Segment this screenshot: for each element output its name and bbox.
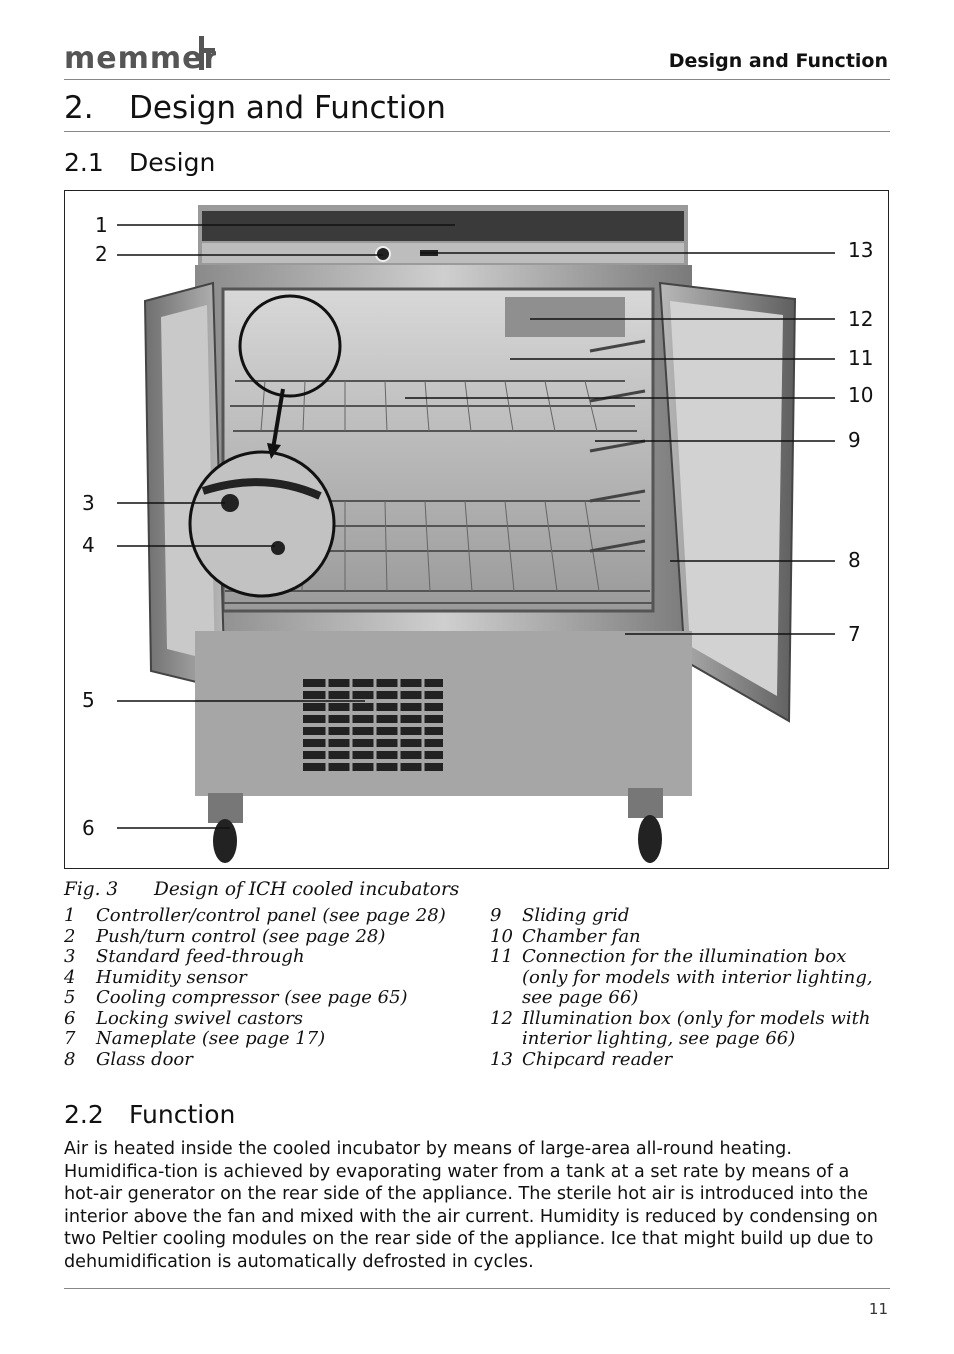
function-paragraph: Air is heated inside the cooled incubato… <box>64 1139 878 1272</box>
chapter-number: 2. <box>64 90 94 126</box>
callout-10: 10 <box>848 383 874 407</box>
callout-8: 8 <box>848 548 861 572</box>
figure-caption-label: Fig. 3 <box>64 879 119 900</box>
page-number: 11 <box>868 1300 888 1318</box>
running-header: Design and Function <box>668 50 888 72</box>
footer-rule <box>64 1288 890 1289</box>
chapter-title: Design and Function <box>129 90 446 126</box>
callout-5: 5 <box>82 688 95 712</box>
callout-7: 7 <box>848 622 861 646</box>
section-title: Function <box>129 1100 236 1129</box>
figure-caption-text: Design of ICH cooled incubators <box>154 879 460 900</box>
callout-2: 2 <box>95 242 108 266</box>
chapter-heading: 2. Design and Function <box>64 90 446 126</box>
section-title: Design <box>129 148 216 177</box>
brand-logo-text: memmert <box>64 41 216 74</box>
brand-logo: memmert <box>64 34 234 78</box>
section-number: 2.2 <box>64 1100 104 1129</box>
section-heading-function: 2.2 Function <box>64 1100 235 1129</box>
header-rule <box>64 79 890 80</box>
incubator-illustration <box>117 205 835 863</box>
figure-frame: 1 2 3 4 5 6 13 12 11 10 9 8 7 <box>64 190 889 869</box>
callout-6: 6 <box>82 816 95 840</box>
callout-9: 9 <box>848 428 861 452</box>
callout-4: 4 <box>82 533 95 557</box>
chapter-rule <box>64 131 890 132</box>
section-heading-design: 2.1 Design <box>64 148 215 177</box>
callout-12: 12 <box>848 307 874 331</box>
callout-11: 11 <box>848 346 874 370</box>
callout-13: 13 <box>848 238 874 262</box>
section-number: 2.1 <box>64 148 104 177</box>
callout-3: 3 <box>82 491 95 515</box>
callout-1: 1 <box>95 213 108 237</box>
